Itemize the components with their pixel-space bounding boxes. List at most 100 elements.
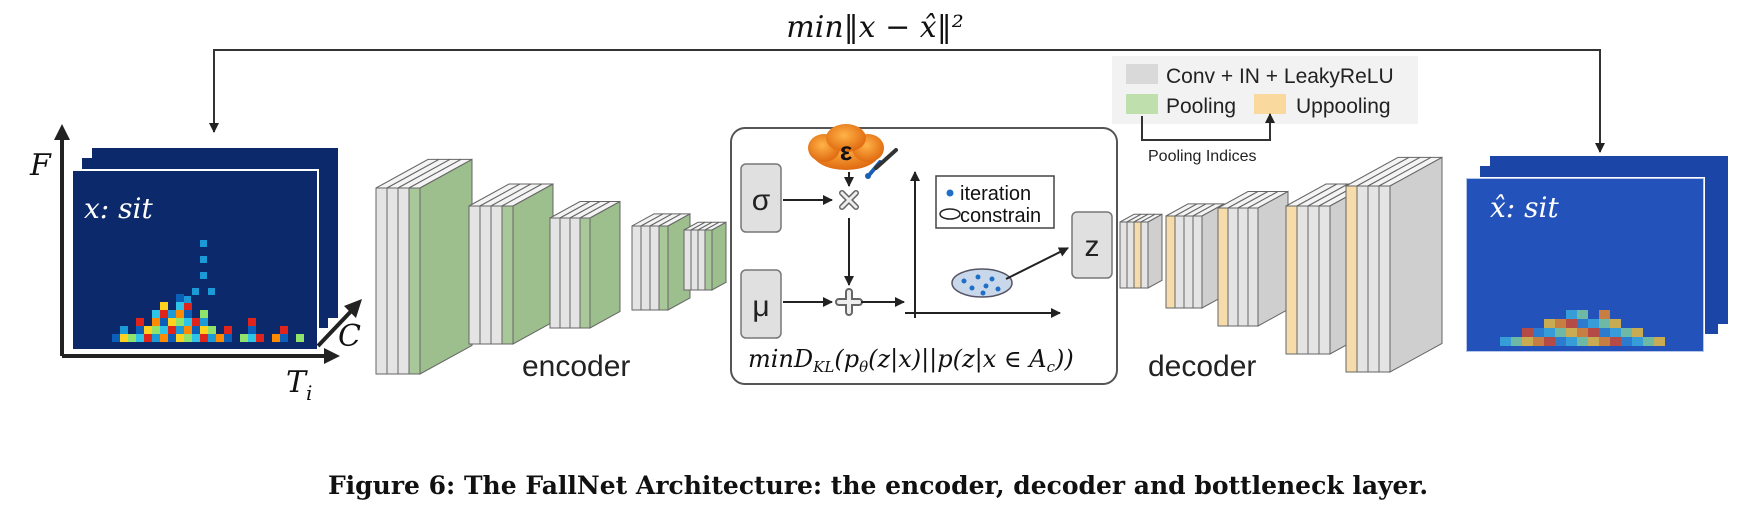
input-heatmap-cell: [152, 310, 160, 318]
decoder-layer-5: [1345, 156, 1443, 373]
input-heatmap-cell: [144, 326, 152, 334]
input-heatmap-cell: [184, 326, 192, 334]
legend-pooling-indices: Pooling Indices: [1148, 148, 1257, 165]
decoder-layers: [1119, 156, 1443, 373]
input-heatmap-cell: [160, 326, 168, 334]
mu-label: μ: [752, 290, 769, 323]
input-heatmap-cell: [200, 334, 208, 342]
output-heatmap-cell: [1610, 328, 1621, 337]
z-box: [1071, 211, 1113, 279]
uppooling-swatch: [1254, 94, 1286, 114]
input-heatmap-cell: [272, 334, 280, 342]
decoder-label: decoder: [1148, 350, 1256, 383]
legend-iteration: iteration: [960, 183, 1031, 205]
legend-constrain: constrain: [960, 205, 1041, 227]
encoder-layer-4: [631, 213, 691, 311]
add-icon: [835, 288, 863, 316]
output-heatmap-cell: [1588, 328, 1599, 337]
legend-conv: Conv + IN + LeakyReLU: [1166, 65, 1394, 88]
legend-uppooling: Uppooling: [1296, 95, 1391, 118]
output-heatmap-cell: [1643, 337, 1654, 346]
output-heatmap-cell: [1632, 328, 1643, 337]
input-heatmap-cell: [152, 318, 160, 326]
output-heatmap-cell: [1511, 337, 1522, 346]
loss-formula: min‖x − x̂‖²: [786, 10, 963, 45]
input-heatmap-stack: x: sit: [71, 148, 338, 351]
output-heatmap-cell: [1577, 319, 1588, 328]
input-heatmap-cell: [192, 334, 200, 342]
input-heatmap-cell: [200, 272, 207, 279]
output-heatmap-cell: [1599, 328, 1610, 337]
output-heatmap-cell: [1522, 328, 1533, 337]
loss-loop: min‖x − x̂‖²: [209, 4, 1605, 153]
input-heatmap-cell: [120, 326, 128, 334]
output-heatmap-cell: [1566, 328, 1577, 337]
input-heatmap-cell: [160, 334, 168, 342]
input-heatmap-cell: [280, 326, 288, 334]
bottleneck: σ μ ε: [730, 124, 1118, 385]
input-heatmap-cell: [184, 302, 192, 310]
output-heatmap-cell: [1654, 337, 1665, 346]
latent-legend: [935, 175, 1055, 229]
input-axes: F Ti C: [29, 124, 362, 405]
output-heatmap-cell: [1566, 337, 1577, 346]
input-heatmap-cell: [112, 334, 120, 342]
encoder-layers: [375, 158, 727, 375]
sigma-label: σ: [752, 184, 771, 217]
input-heatmap-cell: [216, 334, 224, 342]
input-heatmap-cell: [184, 310, 192, 318]
input-heatmap-cell: [176, 334, 184, 342]
output-heatmap-cell: [1544, 337, 1555, 346]
output-heatmap-cell: [1610, 337, 1621, 346]
decoder-layer-2: [1165, 203, 1225, 309]
output-heatmap-cells: [1500, 310, 1665, 346]
input-heatmap-cell: [160, 318, 168, 326]
input-heatmap-cell: [152, 334, 160, 342]
dropper-icon: [865, 148, 898, 179]
output-heatmap-cell: [1533, 328, 1544, 337]
output-heatmap-cell: [1500, 337, 1511, 346]
input-heatmap-cells: [112, 240, 304, 342]
input-heatmap-cell: [280, 334, 288, 342]
input-heatmap-cell: [160, 310, 168, 318]
axis-c-label: C: [338, 319, 361, 354]
output-heatmap-cell: [1555, 328, 1566, 337]
output-heatmap-cell: [1621, 328, 1632, 337]
output-heatmap-cell: [1588, 319, 1599, 328]
decoder-layer-3: [1217, 190, 1289, 327]
input-heatmap-cell: [168, 326, 176, 334]
output-label: x̂: sit: [1490, 191, 1559, 224]
input-heatmap-cell: [200, 326, 208, 334]
axis-f-label: F: [29, 148, 52, 183]
sigma-box: [740, 163, 782, 233]
encoder-label: encoder: [522, 350, 630, 383]
input-heatmap-cell: [120, 334, 128, 342]
output-heatmap-cell: [1588, 337, 1599, 346]
kl-formula: minDKL(pθ(z|x)||p(z|x ∈ Ac)): [748, 345, 1074, 376]
output-heatmap-cell: [1577, 310, 1588, 319]
iteration-dot-icon: [946, 189, 954, 197]
epsilon-cloud: ε: [808, 124, 884, 170]
output-heatmap-cell: [1599, 319, 1610, 328]
output-heatmap-cell: [1566, 310, 1577, 319]
input-heatmap-cell: [208, 326, 216, 334]
output-heatmap-cell: [1599, 337, 1610, 346]
output-heatmap-cell: [1555, 319, 1566, 328]
input-heatmap-cell: [256, 334, 264, 342]
output-heatmap-cell: [1632, 337, 1643, 346]
decoder-layer-1: [1119, 213, 1163, 289]
input-heatmap-cell: [184, 296, 191, 303]
encoder-layer-2: [468, 183, 554, 345]
layer-legend: Conv + IN + LeakyReLU Pooling Uppooling …: [1112, 56, 1418, 165]
input-heatmap-cell: [192, 318, 200, 326]
input-heatmap-cell: [184, 318, 192, 326]
constrain-ellipse-icon: [939, 208, 961, 220]
input-heatmap-cell: [296, 334, 304, 342]
input-heatmap-cell: [160, 302, 168, 310]
output-heatmap-cell: [1544, 319, 1555, 328]
input-heatmap-cell: [128, 334, 136, 342]
input-heatmap-cell: [224, 326, 232, 334]
constrain-cluster: [951, 268, 1013, 298]
input-heatmap-cell: [176, 302, 184, 310]
